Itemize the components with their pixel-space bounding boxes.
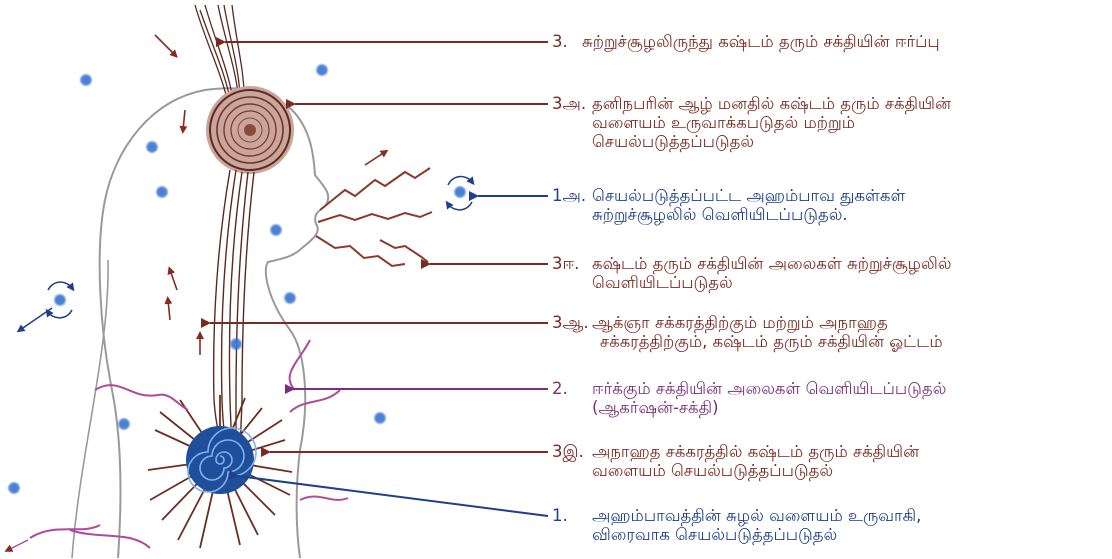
- back-outline: [72, 260, 108, 558]
- label-3ee-text: கஷ்டம் தரும் சக்தியின் அலைகள் சுற்றுச்சூ…: [592, 254, 951, 292]
- label-1-number: 1.: [552, 506, 568, 525]
- label-3i-number: 3இ.: [552, 442, 584, 461]
- label-2: 2. ஈர்க்கும் சக்தியின் அலைகள் வெளியிடப்ப…: [552, 379, 1100, 421]
- label-1a-text: செயல்படுத்தப்பட்ட அஹம்பாவ துகள்கள் சுற்ற…: [592, 186, 905, 224]
- hair-strand-top: [195, 5, 244, 100]
- label-3-number: 3.: [552, 32, 568, 51]
- label-3ee: 3ஈ. கஷ்டம் தரும் சக்தியின் அலைகள் சுற்று…: [552, 254, 1100, 296]
- label-3a-number: 3அ.: [552, 94, 586, 113]
- label-3a: 3அ. தனிநபரின் ஆழ் மனதில் கஷ்டம் தரும் சக…: [552, 94, 1100, 154]
- label-3aa-number: 3ஆ.: [552, 313, 589, 332]
- label-3: 3. சுற்றுச்சூழலிருந்து கஷ்டம் தரும் சக்த…: [552, 32, 1100, 54]
- label-3i-text: அநாஹத சக்கரத்தில் கஷ்டம் தரும் சக்தியின்…: [592, 442, 919, 480]
- label-1a: 1அ. செயல்படுத்தப்பட்ட அஹம்பாவ துகள்கள் ச…: [552, 186, 1100, 228]
- label-2-text: ஈர்க்கும் சக்தியின் அலைகள் வெளியிடப்படுத…: [592, 379, 946, 417]
- label-3aa-text: ஆக்ஞா சக்கரத்திற்கும் மற்றும் அநாஹத சக்க…: [592, 313, 943, 351]
- label-2-number: 2.: [552, 379, 568, 398]
- swirl-arrows: [8, 176, 472, 550]
- mouth-energy-rays: [316, 168, 432, 266]
- label-3-text: சுற்றுச்சூழலிருந்து கஷ்டம் தரும் சக்தியி…: [582, 32, 940, 51]
- flow-arrows: [155, 35, 385, 355]
- head-energy-ring: [206, 86, 294, 174]
- label-1-text: அஹம்பாவத்தின் சுழல் வளையம் உருவாகி, விரை…: [592, 506, 921, 544]
- label-3aa: 3ஆ. ஆக்ஞா சக்கரத்திற்கும் மற்றும் அநாஹத …: [552, 313, 1100, 355]
- label-1a-number: 1அ.: [552, 186, 586, 205]
- label-3a-text: தனிநபரின் ஆழ் மனதில் கஷ்டம் தரும் சக்திய…: [592, 94, 951, 151]
- label-3i: 3இ. அநாஹத சக்கரத்தில் கஷ்டம் தரும் சக்தி…: [552, 442, 1100, 484]
- label-3ee-number: 3ஈ.: [552, 254, 579, 273]
- leader-1: [238, 476, 548, 516]
- label-1: 1. அஹம்பாவத்தின் சுழல் வளையம் உருவாகி, வ…: [552, 506, 1100, 548]
